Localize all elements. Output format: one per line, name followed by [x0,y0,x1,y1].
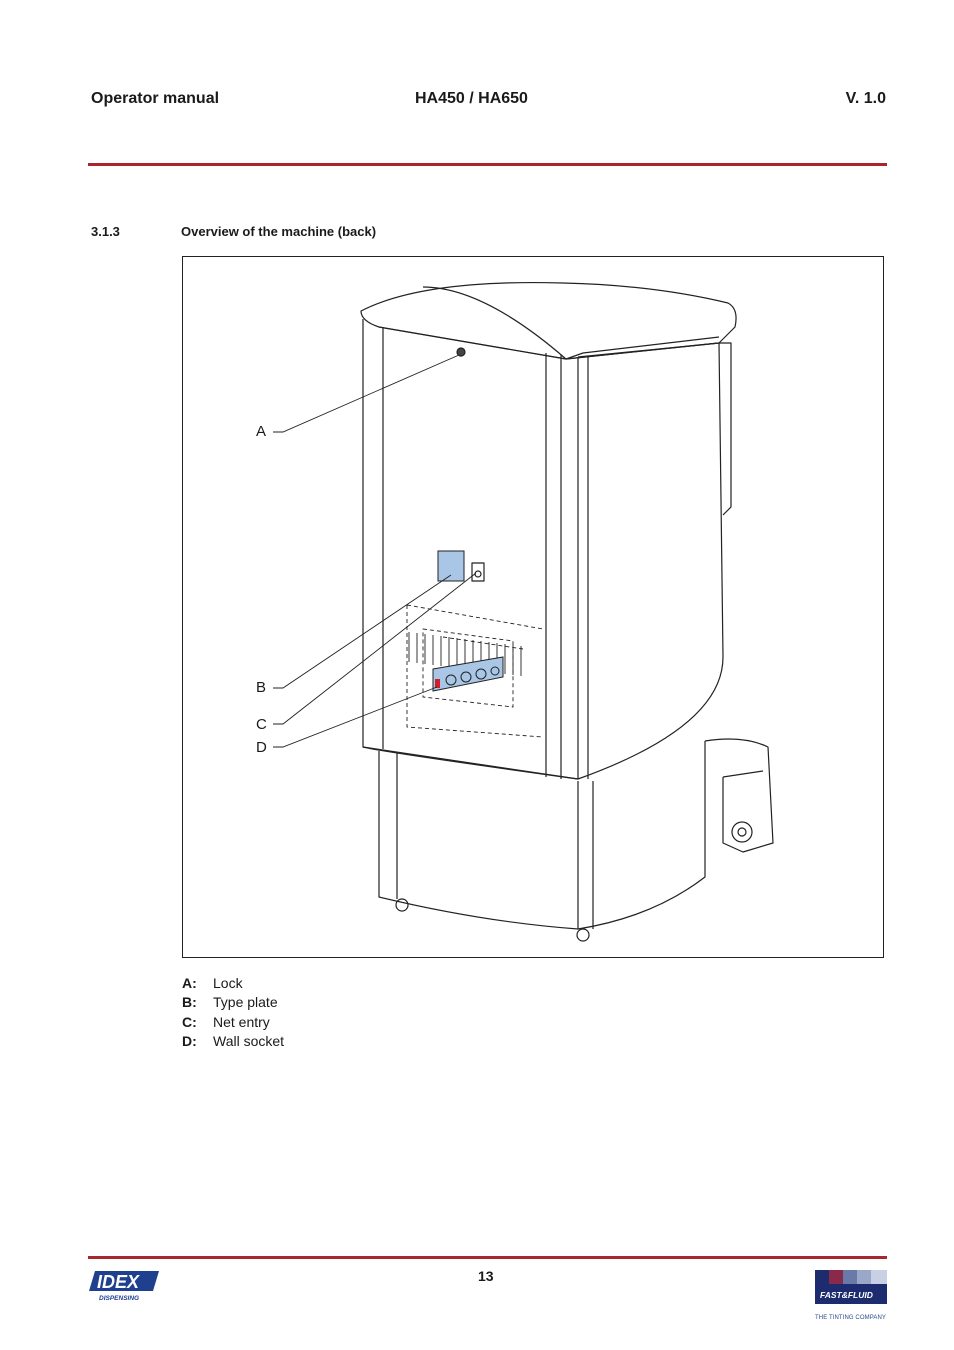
type-plate-highlight [437,550,465,582]
callout-b: B [256,679,267,696]
legend-text: Type plate [213,994,278,1011]
header-model: HA450 / HA650 [415,90,528,107]
section-number: 3.1.3 [91,224,120,239]
legend-item: D: Wall socket [182,1033,284,1052]
callout-a: A [256,423,267,440]
header-divider [88,163,887,166]
machine-back-figure: A B C D [182,256,884,958]
legend-item: C: Net entry [182,1014,284,1033]
legend-key: A: [182,975,197,991]
legend-key: D: [182,1032,197,1049]
svg-text:DISPENSING: DISPENSING [99,1295,139,1302]
legend-text: Wall socket [213,1032,285,1049]
legend-key: B: [182,994,197,1011]
header-version: V. 1.0 [845,90,886,107]
wall-socket-highlight [432,656,504,692]
fast-and-fluid-logo: FAST&FLUID [815,1270,887,1304]
legend-key: C: [182,1013,197,1030]
footer-divider [88,1256,887,1259]
figure-legend: A: Lock B: Type plate C: Net entry D: Wa… [182,975,284,1052]
machine-back-drawing [273,281,774,942]
legend-item: A: Lock [182,975,284,994]
callout-d: D [256,739,267,756]
legend-text: Lock [213,975,243,991]
fast-and-fluid-tagline: THE TINTING COMPANY [815,1315,887,1321]
section-title: Overview of the machine (back) [181,224,377,239]
legend-item: B: Type plate [182,994,284,1013]
idex-logo: IDEX DISPENSING [89,1271,159,1302]
callout-c: C [256,716,267,733]
svg-text:IDEX: IDEX [97,1272,140,1292]
legend-text: Net entry [213,1013,270,1030]
header-document-title: Operator manual [91,90,220,107]
svg-text:FAST&FLUID: FAST&FLUID [820,1290,873,1300]
page-number: 13 [478,1268,494,1284]
